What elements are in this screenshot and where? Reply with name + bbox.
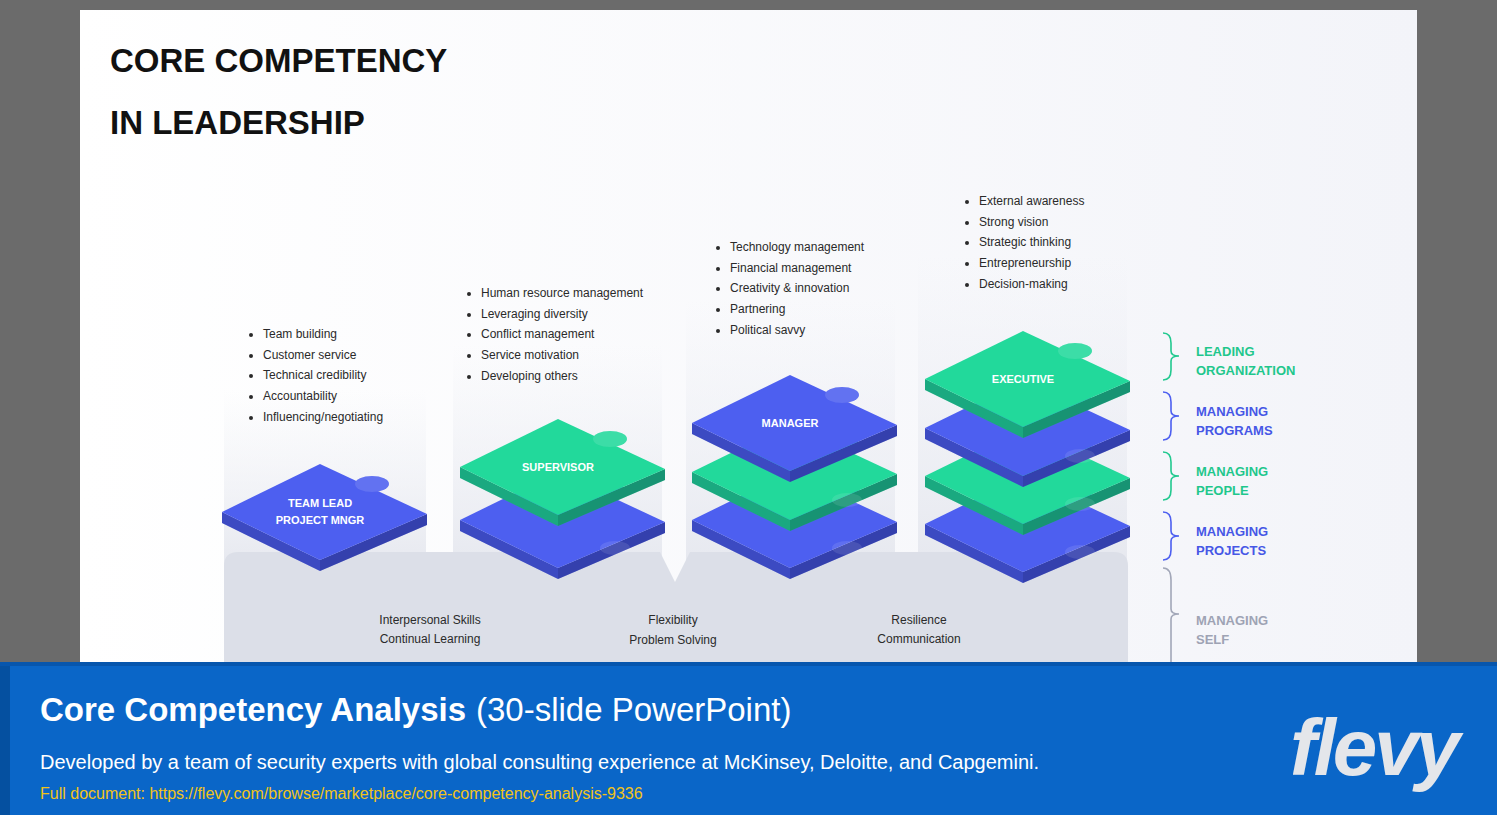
footer-subtitle: (30-slide PowerPoint) (476, 690, 791, 730)
competency-text: Problem Solving (563, 632, 783, 648)
competency-item: Accountability (263, 386, 383, 407)
piece-label: SUPERVISOR (512, 459, 604, 476)
competency-text: Communication (809, 631, 1029, 647)
puzzle-piece: TEAM LEAD PROJECT MNGR (222, 464, 432, 574)
piece-shape (460, 419, 670, 529)
puzzle-piece: SUPERVISOR (460, 419, 670, 529)
competency-item: Team building (263, 324, 383, 345)
competency-text: Resilience (809, 612, 1029, 628)
logo-text: flevy (1290, 700, 1457, 796)
footer-title: Core Competency Analysis (40, 690, 466, 730)
puzzle-piece: MANAGER (692, 375, 902, 485)
level-label: MANAGING PROJECTS (1196, 522, 1268, 560)
piece-label: TEAM LEAD PROJECT MNGR (274, 495, 366, 529)
piece-label: EXECUTIVE (977, 371, 1069, 388)
competency-item: Developing others (481, 366, 643, 387)
level-label: MANAGING PROGRAMS (1196, 402, 1273, 440)
slide-title: CORE COMPETENCY IN LEADERSHIP (110, 30, 453, 154)
competency-item: Entrepreneurship (979, 253, 1084, 274)
competency-item: Strategic thinking (979, 232, 1084, 253)
piece-label-box: TEAM LEAD PROJECT MNGR (260, 480, 380, 544)
competency-item: Financial management (730, 258, 864, 279)
competency-item: Conflict management (481, 324, 643, 345)
base-band: Interpersonal SkillsContinual Learning Fl… (224, 590, 1128, 662)
competency-item: Technology management (730, 237, 864, 258)
level-label: MANAGING PEOPLE (1196, 462, 1268, 500)
competency-list: Technology managementFinancial managemen… (712, 237, 864, 341)
piece-label-box: SUPERVISOR (498, 435, 618, 499)
competency-item: Partnering (730, 299, 864, 320)
competency-item: Human resource management (481, 283, 643, 304)
competency-item: Service motivation (481, 345, 643, 366)
competency-text: Flexibility (563, 612, 783, 628)
piece-label: MANAGER (744, 415, 836, 432)
competency-item: Strong vision (979, 212, 1084, 233)
footer-banner: Core Competency Analysis(30-slide PowerP… (0, 662, 1497, 815)
competency-item: Political savvy (730, 320, 864, 341)
competency-list: External awarenessStrong visionStrategic… (961, 191, 1084, 295)
level-label: LEADING ORGANIZATION (1196, 342, 1295, 380)
puzzle-piece: EXECUTIVE (925, 331, 1135, 441)
competency-item: Creativity & innovation (730, 278, 864, 299)
piece-shape (925, 331, 1135, 441)
competency-list: Human resource managementLeveraging dive… (463, 283, 643, 387)
competency-item: Technical credibility (263, 365, 383, 386)
competency-text: Interpersonal Skills (320, 612, 540, 628)
footer-link: Full document: https://flevy.com/browse/… (40, 784, 643, 804)
level-label: MANAGING SELF (1196, 611, 1268, 649)
footer-description: Developed by a team of security experts … (40, 750, 1039, 774)
competency-item: Customer service (263, 345, 383, 366)
competency-item: Leveraging diversity (481, 304, 643, 325)
piece-label-box: EXECUTIVE (963, 347, 1083, 411)
competency-list: Team buildingCustomer serviceTechnical c… (245, 324, 383, 428)
footer-strip (0, 666, 10, 815)
piece-shape (692, 375, 902, 485)
competency-text: Continual Learning (320, 631, 540, 647)
piece-label-box: MANAGER (730, 391, 850, 455)
competency-item: Influencing/negotiating (263, 407, 383, 428)
competency-item: Decision-making (979, 274, 1084, 295)
competency-item: External awareness (979, 191, 1084, 212)
